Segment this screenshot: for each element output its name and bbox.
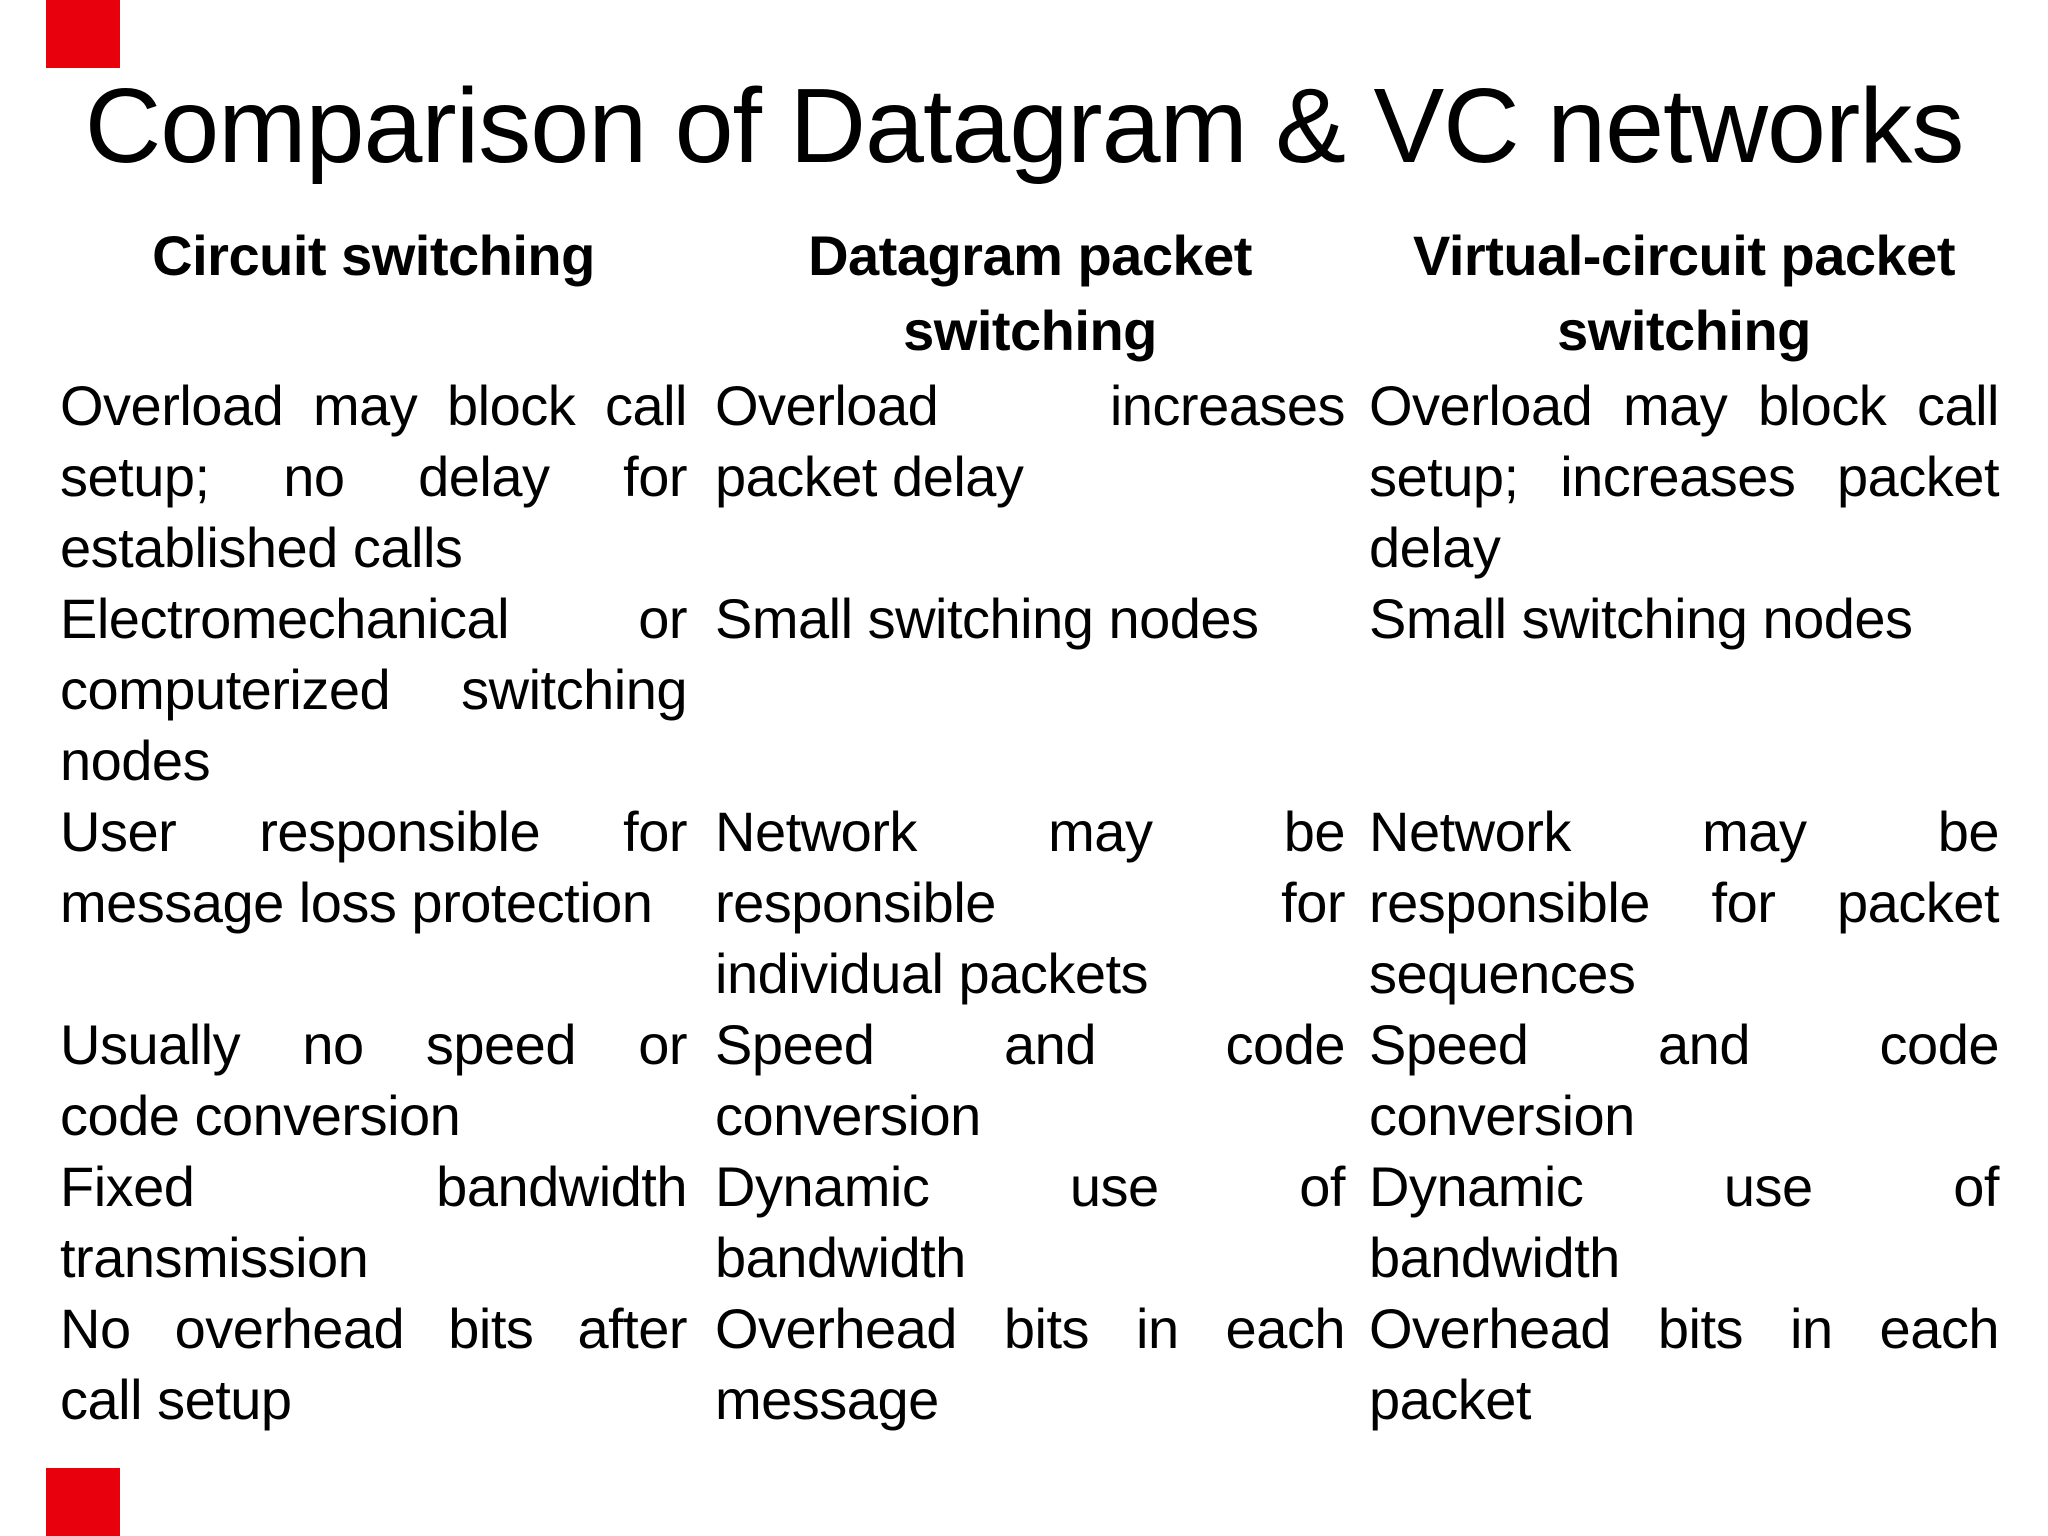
table-cell-row2-datagram: Small switching nodes bbox=[715, 583, 1345, 796]
cell-line: message bbox=[715, 1368, 939, 1431]
table-cell-row4-datagram: Speed and code conversion bbox=[715, 1009, 1346, 1151]
cell-line: call setup bbox=[60, 1368, 292, 1431]
cell-line: individual packets bbox=[715, 942, 1149, 1005]
table-header-row: Circuit switching Datagram packet switch… bbox=[60, 218, 1999, 368]
table-cell-row6-circuit: No overhead bits after call setup bbox=[60, 1293, 688, 1435]
cell-line: packet delay bbox=[715, 445, 1024, 508]
cell-line: code conversion bbox=[60, 1084, 461, 1147]
cell-line: User responsible for bbox=[60, 800, 688, 863]
cell-line: Overload may block call bbox=[60, 374, 688, 437]
cell-line: transmission bbox=[60, 1226, 369, 1289]
table-cell-row5-virtual-circuit: Dynamic use of bandwidth bbox=[1369, 1151, 2000, 1293]
table-cell-row3-datagram: Network may be responsible for individua… bbox=[715, 796, 1346, 1009]
table-cell-row5-datagram: Dynamic use of bandwidth bbox=[715, 1151, 1346, 1293]
header-line: Circuit switching bbox=[152, 224, 595, 287]
cell-line: Dynamic use of bbox=[1369, 1155, 2000, 1218]
table-cell-row4-virtual-circuit: Speed and code conversion bbox=[1369, 1009, 2000, 1151]
red-corner-marker-top bbox=[46, 0, 120, 68]
cell-line: Usually no speed or bbox=[60, 1013, 688, 1076]
cell-line: message loss protection bbox=[60, 871, 653, 934]
table-cell-row2-circuit: Electromechanical or computerized switch… bbox=[60, 583, 688, 796]
table-cell-row6-virtual-circuit: Overhead bits in each packet bbox=[1369, 1293, 2000, 1435]
cell-line: Network may be bbox=[1369, 800, 2000, 863]
header-line: Datagram packet bbox=[808, 224, 1252, 287]
header-line: switching bbox=[903, 299, 1157, 362]
cell-line: responsible for bbox=[715, 871, 1346, 934]
cell-line: Speed and code bbox=[1369, 1013, 2000, 1076]
table-cell-row3-virtual-circuit: Network may be responsible for packet se… bbox=[1369, 796, 2000, 1009]
column-header-virtual-circuit-packet-switching: Virtual-circuit packet switching bbox=[1369, 218, 1999, 368]
cell-line: setup; increases packet bbox=[1369, 445, 2000, 508]
cell-line: Dynamic use of bbox=[715, 1155, 1346, 1218]
cell-line: setup; no delay for bbox=[60, 445, 688, 508]
cell-line: Overhead bits in each bbox=[715, 1297, 1346, 1360]
column-header-datagram-packet-switching: Datagram packet switching bbox=[715, 218, 1345, 368]
cell-line: conversion bbox=[1369, 1084, 1635, 1147]
cell-line: Small switching nodes bbox=[715, 587, 1259, 650]
table-cell-row1-datagram: Overload increases packet delay bbox=[715, 370, 1346, 583]
cell-line: Overload increases bbox=[715, 374, 1346, 437]
cell-line: No overhead bits after bbox=[60, 1297, 688, 1360]
cell-line: nodes bbox=[60, 729, 211, 792]
red-corner-marker-bottom bbox=[46, 1468, 120, 1536]
cell-line: computerized switching bbox=[60, 658, 688, 721]
page-title: Comparison of Datagram & VC networks bbox=[84, 67, 1965, 185]
cell-line: responsible for packet bbox=[1369, 871, 2000, 934]
column-header-circuit-switching: Circuit switching bbox=[60, 218, 687, 368]
table-cell-row2-virtual-circuit: Small switching nodes bbox=[1369, 583, 1999, 796]
table-cell-row4-circuit: Usually no speed or code conversion bbox=[60, 1009, 688, 1151]
table-cell-row5-circuit: Fixed bandwidth transmission bbox=[60, 1151, 688, 1293]
cell-line: sequences bbox=[1369, 942, 1636, 1005]
table-cell-row6-datagram: Overhead bits in each message bbox=[715, 1293, 1346, 1435]
cell-line: Electromechanical or bbox=[60, 587, 688, 650]
cell-line: Network may be bbox=[715, 800, 1346, 863]
table-cell-row1-circuit: Overload may block call setup; no delay … bbox=[60, 370, 688, 583]
cell-line: bandwidth bbox=[1369, 1226, 1620, 1289]
cell-line: Small switching nodes bbox=[1369, 587, 1913, 650]
header-line: Virtual-circuit packet bbox=[1413, 224, 1955, 287]
cell-line: Overload may block call bbox=[1369, 374, 2000, 437]
cell-line: Fixed bandwidth bbox=[60, 1155, 688, 1218]
table-cell-row1-virtual-circuit: Overload may block call setup; increases… bbox=[1369, 370, 2000, 583]
cell-line: established calls bbox=[60, 516, 463, 579]
cell-line: bandwidth bbox=[715, 1226, 966, 1289]
comparison-table: Overload may block call setup; no delay … bbox=[60, 370, 2000, 1435]
cell-line: packet bbox=[1369, 1368, 1532, 1431]
cell-line: delay bbox=[1369, 516, 1501, 579]
table-cell-row3-circuit: User responsible for message loss protec… bbox=[60, 796, 688, 1009]
cell-line: Overhead bits in each bbox=[1369, 1297, 2000, 1360]
header-line: switching bbox=[1557, 299, 1811, 362]
cell-line: Speed and code bbox=[715, 1013, 1346, 1076]
cell-line: conversion bbox=[715, 1084, 981, 1147]
